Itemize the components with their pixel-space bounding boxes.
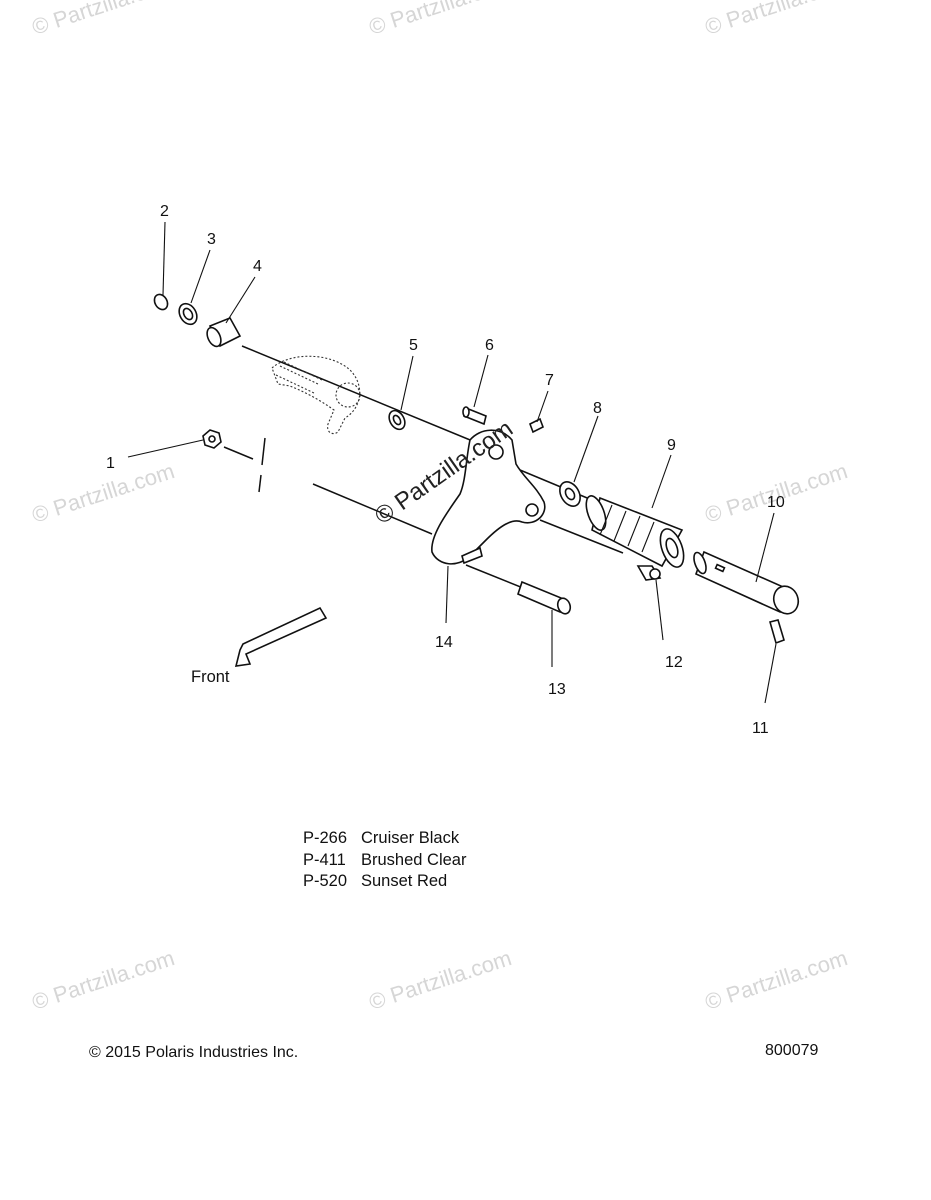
- watermark: © Partzilla.com: [366, 945, 515, 1015]
- part-5-oring: [388, 409, 406, 431]
- watermark: © Partzilla.com: [29, 458, 178, 528]
- legend-row: P-411 Brushed Clear: [303, 850, 466, 872]
- legend-name: Brushed Clear: [361, 850, 467, 869]
- color-legend: P-266 Cruiser Black P-411 Brushed Clear P-…: [303, 828, 466, 893]
- watermark: © Partzilla.com: [702, 945, 851, 1015]
- legend-code: P-411: [303, 850, 346, 869]
- ghost-shift-lever: [271, 355, 361, 435]
- legend-row: P-266 Cruiser Black: [303, 828, 466, 850]
- callout-7: 7: [545, 372, 554, 389]
- part-11-screw: [769, 619, 785, 645]
- part-1-nut: [202, 429, 222, 449]
- part-2-ring: [153, 293, 169, 311]
- watermark: © Partzilla.com: [366, 0, 515, 40]
- part-10-clevis-pin: [693, 550, 800, 615]
- callout-5: 5: [409, 337, 418, 354]
- part-6-pin: [462, 406, 487, 426]
- legend-code: P-520: [303, 872, 348, 890]
- callout-14: 14: [435, 634, 453, 651]
- watermark: © Partzilla.com: [702, 458, 851, 528]
- callout-1: 1: [106, 455, 115, 472]
- callout-11: 11: [752, 720, 769, 737]
- callout-10: 10: [767, 494, 785, 511]
- watermark: © Partzilla.com: [29, 0, 178, 40]
- legend-name: Cruiser Black: [361, 829, 460, 847]
- front-label: Front: [191, 668, 230, 686]
- front-arrow: [234, 606, 328, 667]
- legend-name: Sunset Red: [361, 872, 448, 890]
- callout-8: 8: [593, 400, 602, 417]
- part-9-peg-rubber: [585, 495, 685, 568]
- assembly-axes: [223, 345, 624, 599]
- part-3-washer: [178, 302, 198, 326]
- watermark: © Partzilla.com: [29, 945, 178, 1015]
- part-8-washer: [559, 481, 581, 507]
- callout-13: 13: [548, 681, 566, 698]
- callout-4: 4: [253, 258, 262, 275]
- part-12-bolt: [636, 565, 662, 581]
- legend-code: P-266: [303, 829, 348, 847]
- part-7-pin: [528, 417, 545, 434]
- part-13-bolt: [517, 580, 572, 615]
- callout-3: 3: [207, 231, 216, 248]
- callout-2: 2: [160, 203, 169, 220]
- copyright-text: © 2015 Polaris Industries Inc.: [89, 1044, 299, 1061]
- legend-row: P-520 Sunset Red: [303, 871, 466, 893]
- part-14-lever: [431, 429, 546, 565]
- watermark: © Partzilla.com: [702, 0, 851, 40]
- leader-lines: [127, 221, 777, 704]
- callout-6: 6: [485, 337, 494, 354]
- callout-9: 9: [667, 437, 676, 454]
- part-4-bushing: [206, 316, 242, 348]
- diagram-number: 800079: [765, 1042, 819, 1059]
- callout-12: 12: [665, 654, 683, 671]
- callout-labels: 1 2 3 4 5 6 7 8 9 10 11 12 13 14: [106, 203, 785, 737]
